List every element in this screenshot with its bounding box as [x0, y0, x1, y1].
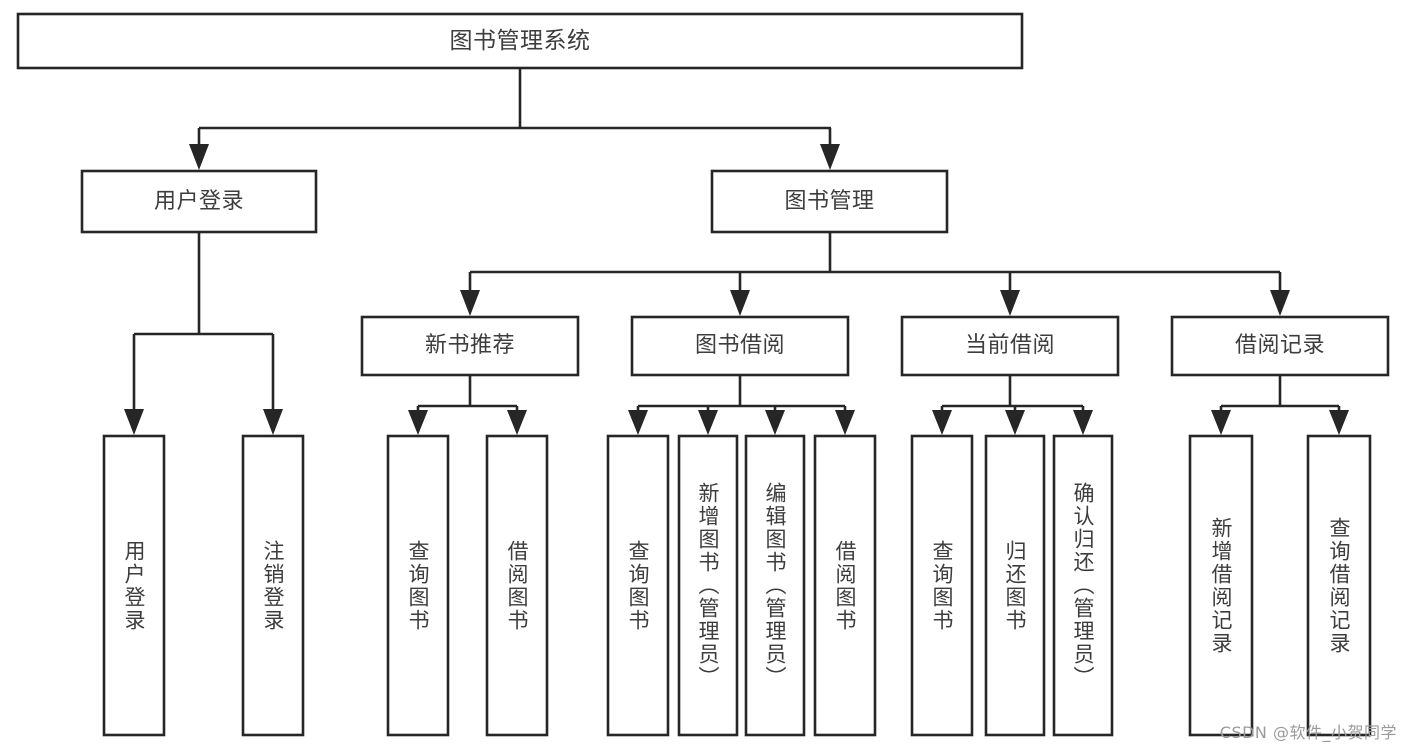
arrow-head [1005, 410, 1025, 435]
arrow-head [1211, 410, 1231, 435]
leaf-box[interactable] [241, 434, 305, 737]
connector-book-manage-to-level3 [460, 232, 1290, 316]
node-borrow-records-box[interactable] [1170, 315, 1390, 377]
node-root-box[interactable] [16, 12, 1024, 70]
connector-new-book-recommend-to-leaves [408, 375, 527, 435]
arrow-head [124, 409, 144, 435]
arrow-head [1270, 290, 1290, 316]
leaf-box[interactable] [606, 434, 670, 737]
node-user-login-box[interactable] [80, 169, 318, 234]
watermark: CSDN @软件_小贺同学 [1219, 723, 1397, 742]
arrow-head [628, 410, 648, 435]
leaf-box[interactable] [1188, 434, 1254, 737]
arrow-head [263, 409, 283, 435]
arrow-head [1073, 410, 1093, 435]
leaf-box[interactable] [386, 434, 450, 737]
connector-root-to-level2 [189, 68, 840, 170]
arrow-head [1329, 410, 1349, 435]
leaf-box[interactable] [677, 434, 739, 737]
arrow-head [1000, 290, 1020, 316]
leaf-box[interactable] [910, 434, 974, 737]
arrow-head [835, 410, 855, 435]
leaf-box[interactable] [1306, 434, 1372, 737]
leaf-box[interactable] [744, 434, 806, 737]
leaf-box[interactable] [1052, 434, 1114, 737]
arrow-head [820, 144, 840, 170]
connector-user-login-to-leaves [124, 232, 283, 435]
node-current-borrow-box[interactable] [900, 315, 1120, 377]
leaf-box[interactable] [984, 434, 1046, 737]
node-new-book-recommend-box[interactable] [360, 315, 580, 377]
leaf-box[interactable] [102, 434, 166, 737]
arrow-head [730, 290, 750, 316]
arrow-head [408, 410, 428, 435]
node-book-manage-box[interactable] [710, 169, 949, 234]
connector-current-borrow-to-leaves [932, 375, 1093, 435]
arrow-head [460, 290, 480, 316]
node-book-borrow-box[interactable] [630, 315, 850, 377]
arrow-head [189, 144, 209, 170]
connector-borrow-records-to-leaves [1211, 375, 1349, 435]
leaf-box[interactable] [813, 434, 877, 737]
arrow-head [932, 410, 952, 435]
leaf-box[interactable] [485, 434, 549, 737]
arrow-head [507, 410, 527, 435]
connector-book-borrow-to-leaves [628, 375, 855, 435]
arrow-head [765, 410, 785, 435]
arrow-head [698, 410, 718, 435]
